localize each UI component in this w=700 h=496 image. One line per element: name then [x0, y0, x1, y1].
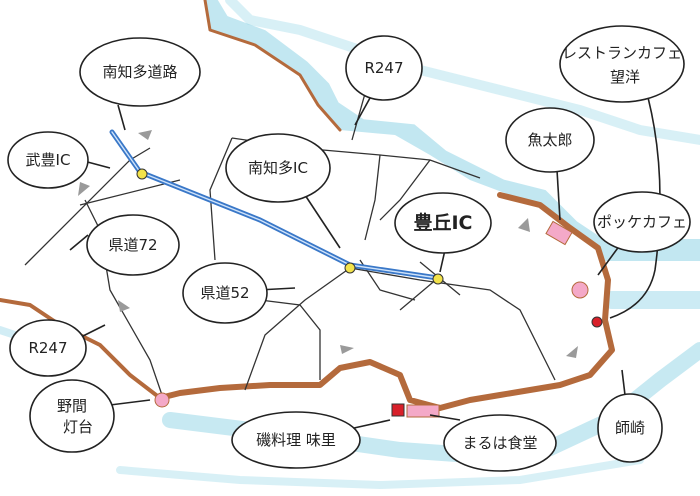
label-r247-left: R247 [28, 339, 67, 357]
label-kendo52: 県道52 [200, 284, 249, 302]
arrow-icon [118, 300, 130, 312]
label-kendo72: 県道72 [108, 236, 157, 254]
lighthouse-marker [154, 392, 170, 408]
label-maruha: まるは食堂 [462, 434, 537, 452]
callout-minami-chita-ic: 南知多IC [225, 133, 331, 203]
minami-chita-road-line [109, 129, 441, 281]
label-morosaki: 師崎 [615, 419, 645, 437]
pocket-cafe-marker [571, 281, 589, 299]
label-lighthouse-line2: 灯台 [63, 418, 93, 436]
label-pocket-cafe: ポッケカフェ [597, 213, 687, 231]
label-taketoyo-ic: 武豊IC [26, 151, 71, 169]
arrow-icon [78, 182, 90, 196]
callout-minami-chita-road: 南知多道路 [79, 37, 201, 107]
label-iso-ryori: 磯料理 味里 [256, 431, 336, 449]
arrow-icon [566, 346, 578, 358]
direction-arrows [78, 130, 578, 358]
callout-maruha: まるは食堂 [443, 414, 557, 472]
callout-nomazaki-lighthouse: 野間 灯台 [29, 379, 115, 453]
callout-iso-ryori: 磯料理 味里 [231, 411, 361, 469]
callout-morosaki: 師崎 [597, 393, 663, 463]
label-minami-chita-ic: 南知多IC [248, 159, 308, 177]
callout-toyooka-ic: 豊丘IC [394, 192, 492, 254]
label-r247-top: R247 [364, 59, 403, 77]
taketoyo-ic-marker [136, 168, 148, 180]
callout-taketoyo-ic: 武豊IC [7, 131, 89, 189]
arrow-icon [518, 218, 530, 232]
label-toyooka-ic: 豊丘IC [413, 211, 472, 234]
restaurant-cafe-marker [591, 316, 603, 328]
callout-uotaro: 魚太郎 [505, 107, 595, 173]
label-minami-chita-road: 南知多道路 [102, 63, 177, 81]
label-lighthouse-line1: 野間 [57, 397, 87, 415]
callout-r247-top: R247 [345, 35, 423, 101]
callout-kendo72: 県道72 [86, 214, 180, 276]
callout-r247-left: R247 [9, 319, 87, 377]
minami-chita-ic-marker [344, 262, 356, 274]
toyooka-ic-marker [432, 273, 444, 285]
callout-pocket-cafe: ポッケカフェ [593, 191, 691, 253]
arrow-icon [138, 130, 152, 140]
label-restaurant-cafe-line1: レストランカフェ [562, 44, 682, 62]
iso-ryori-marker [391, 403, 405, 417]
arrow-icon [340, 345, 354, 354]
label-uotaro: 魚太郎 [527, 131, 572, 149]
label-restaurant-cafe-line2: 望洋 [610, 68, 640, 86]
callout-kendo52: 県道52 [182, 262, 268, 324]
uotaro-marker [545, 220, 573, 246]
callout-restaurant-cafe: レストランカフェ 望洋 [559, 25, 685, 103]
maruha-marker [406, 404, 440, 418]
